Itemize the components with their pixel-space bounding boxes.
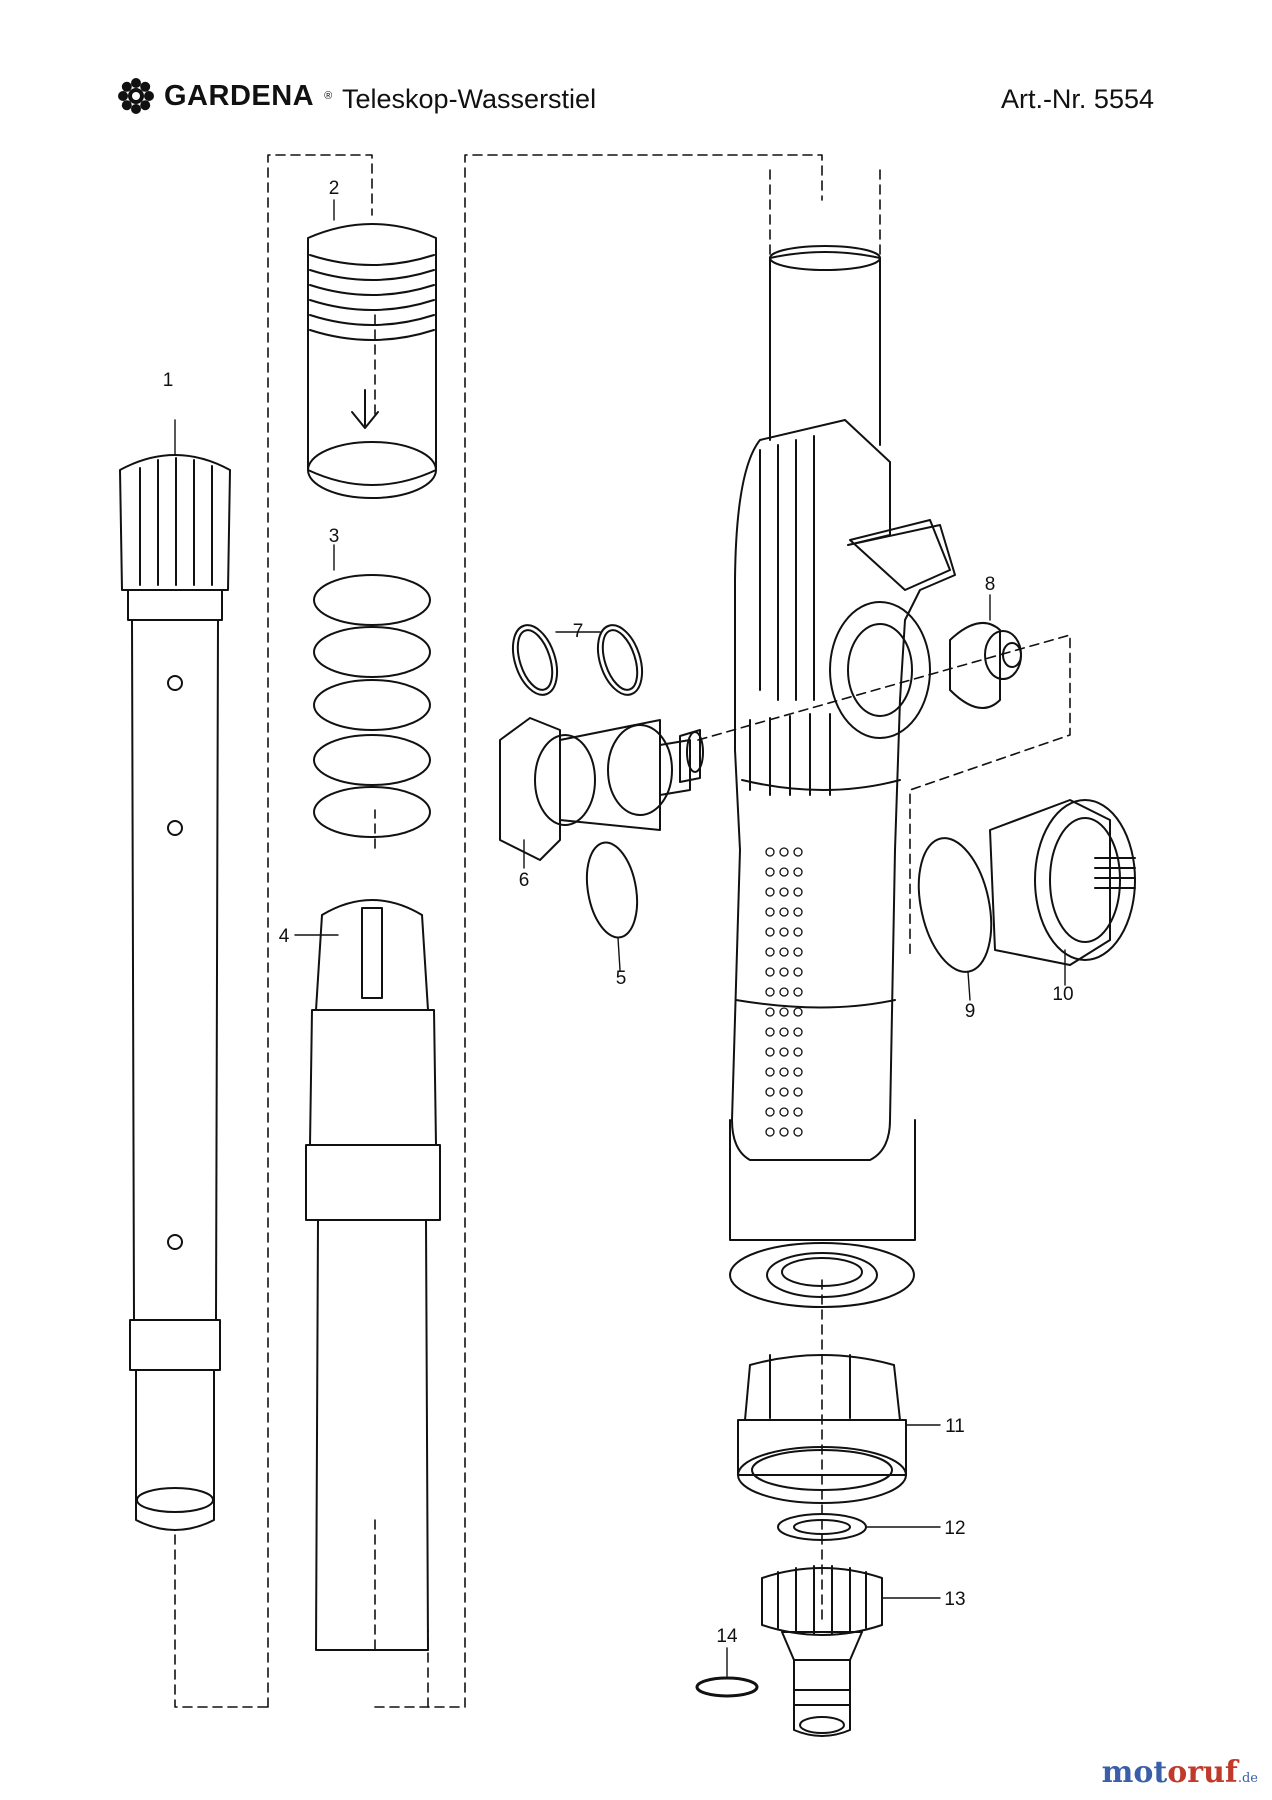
part-3-spring [313,544,431,838]
part-14-small-o-ring [695,1647,759,1698]
header: GARDENA ® Teleskop-Wasserstiel Art.-Nr. 5… [0,0,1272,150]
part-10-selector-knob [989,799,1136,986]
callout-2: 2 [329,178,340,199]
watermark-logo: motoruf.de [1102,1755,1258,1790]
part-2-threaded-sleeve [307,199,437,499]
callout-6: 6 [519,870,530,891]
callout-9: 9 [965,1001,976,1022]
callout-4: 4 [279,926,290,947]
part-11-coupling-ring [737,1354,941,1504]
part-4-outer-tube [294,899,441,1651]
part-9-flat-seal [917,837,993,1001]
watermark-part-a: mot [1101,1755,1168,1790]
handle-body [729,245,956,1308]
brand-registered-mark: ® [324,90,333,102]
callout-3: 3 [329,526,340,547]
part-5-o-ring [585,841,639,971]
part-12-washer [777,1513,941,1541]
article-number: Art.-Nr. 5554 [1000,84,1154,114]
watermark-part-b: oruf [1167,1755,1238,1790]
callout-5: 5 [616,968,627,989]
gardena-flower-icon [118,78,154,114]
part-6-valve-insert [499,717,704,869]
part-1-inner-tube [119,419,231,1531]
callout-10: 10 [1052,984,1073,1005]
callout-13: 13 [944,1589,965,1610]
callout-8: 8 [985,574,996,595]
watermark-tld: .de [1237,1771,1258,1786]
product-title: Teleskop-Wasserstiel [342,84,597,114]
callout-14: 14 [716,1626,738,1647]
callout-11: 11 [945,1416,965,1437]
part-13-hose-connector [761,1565,941,1737]
callout-12: 12 [944,1518,965,1539]
brand-logo: GARDENA ® [118,78,332,114]
brand-name: GARDENA [164,79,315,112]
callout-1: 1 [163,370,174,391]
part-7-o-rings [511,624,644,696]
part-8-nozzle-cap [949,594,1022,709]
callout-7: 7 [573,621,584,642]
assembly-guide-lines [174,154,1071,1708]
